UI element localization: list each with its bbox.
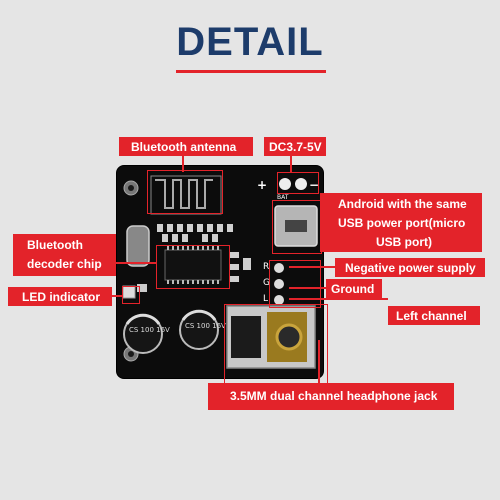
usb-label-line2: USB power port(micro [338,216,466,230]
antenna-pointer [182,156,184,172]
capacitor-text-1: CS 100 16V [129,326,170,334]
antenna-trace [155,179,213,209]
capacitor-text-2: CS 100 16V [185,322,226,330]
rgl-highlight [269,260,321,308]
power-pad-plus [279,178,291,190]
antenna-highlight [147,170,223,214]
board-graphic [122,175,318,369]
title-underline [176,70,326,73]
plus-mark: + [257,178,268,192]
left-channel-pointer [289,298,388,300]
bat-mark: BAT [277,194,289,201]
g-mark: G [263,278,270,288]
bt-chip-highlight [156,245,230,289]
bluetooth-board: + − BAT R G L CS 100 16V CS 100 16V [117,166,323,378]
left-channel-label: Left channel [388,306,480,325]
power-pad-minus [295,178,307,190]
minus-mark: − [309,178,320,192]
crystal [126,225,150,267]
dc-highlight [277,172,319,194]
led-label: LED indicator [8,287,112,306]
negative-pointer [289,266,335,268]
negative-label: Negative power supply [335,258,485,277]
usb-label-line3: USB port) [376,235,432,249]
pad-g [274,279,284,289]
bt-chip-line1: Bluetooth [27,238,83,252]
led-pointer [112,295,122,297]
pad-l [274,295,284,305]
page-title: DETAIL [176,20,324,64]
pad-r [274,263,284,273]
ground-label: Ground [326,279,382,298]
usb-label: Android with the same USB power port(mic… [320,193,482,252]
usb-label-line1: Android with the same [338,197,467,211]
bt-chip-label: Bluetooth decoder chip [13,234,116,276]
jack-highlight [224,304,328,384]
bt-chip-pointer [116,262,156,264]
l-mark: L [263,294,269,304]
bt-chip-line2: decoder chip [27,257,102,271]
ground-pointer [289,287,326,289]
dc-label: DC3.7-5V [264,137,326,156]
dc-pointer [290,156,292,172]
usb-highlight [272,200,322,254]
r-mark: R [263,262,270,272]
led-highlight [122,286,140,304]
jack-label: 3.5MM dual channel headphone jack [208,383,454,410]
jack-pointer [318,340,320,384]
antenna-label: Bluetooth antenna [119,137,253,156]
